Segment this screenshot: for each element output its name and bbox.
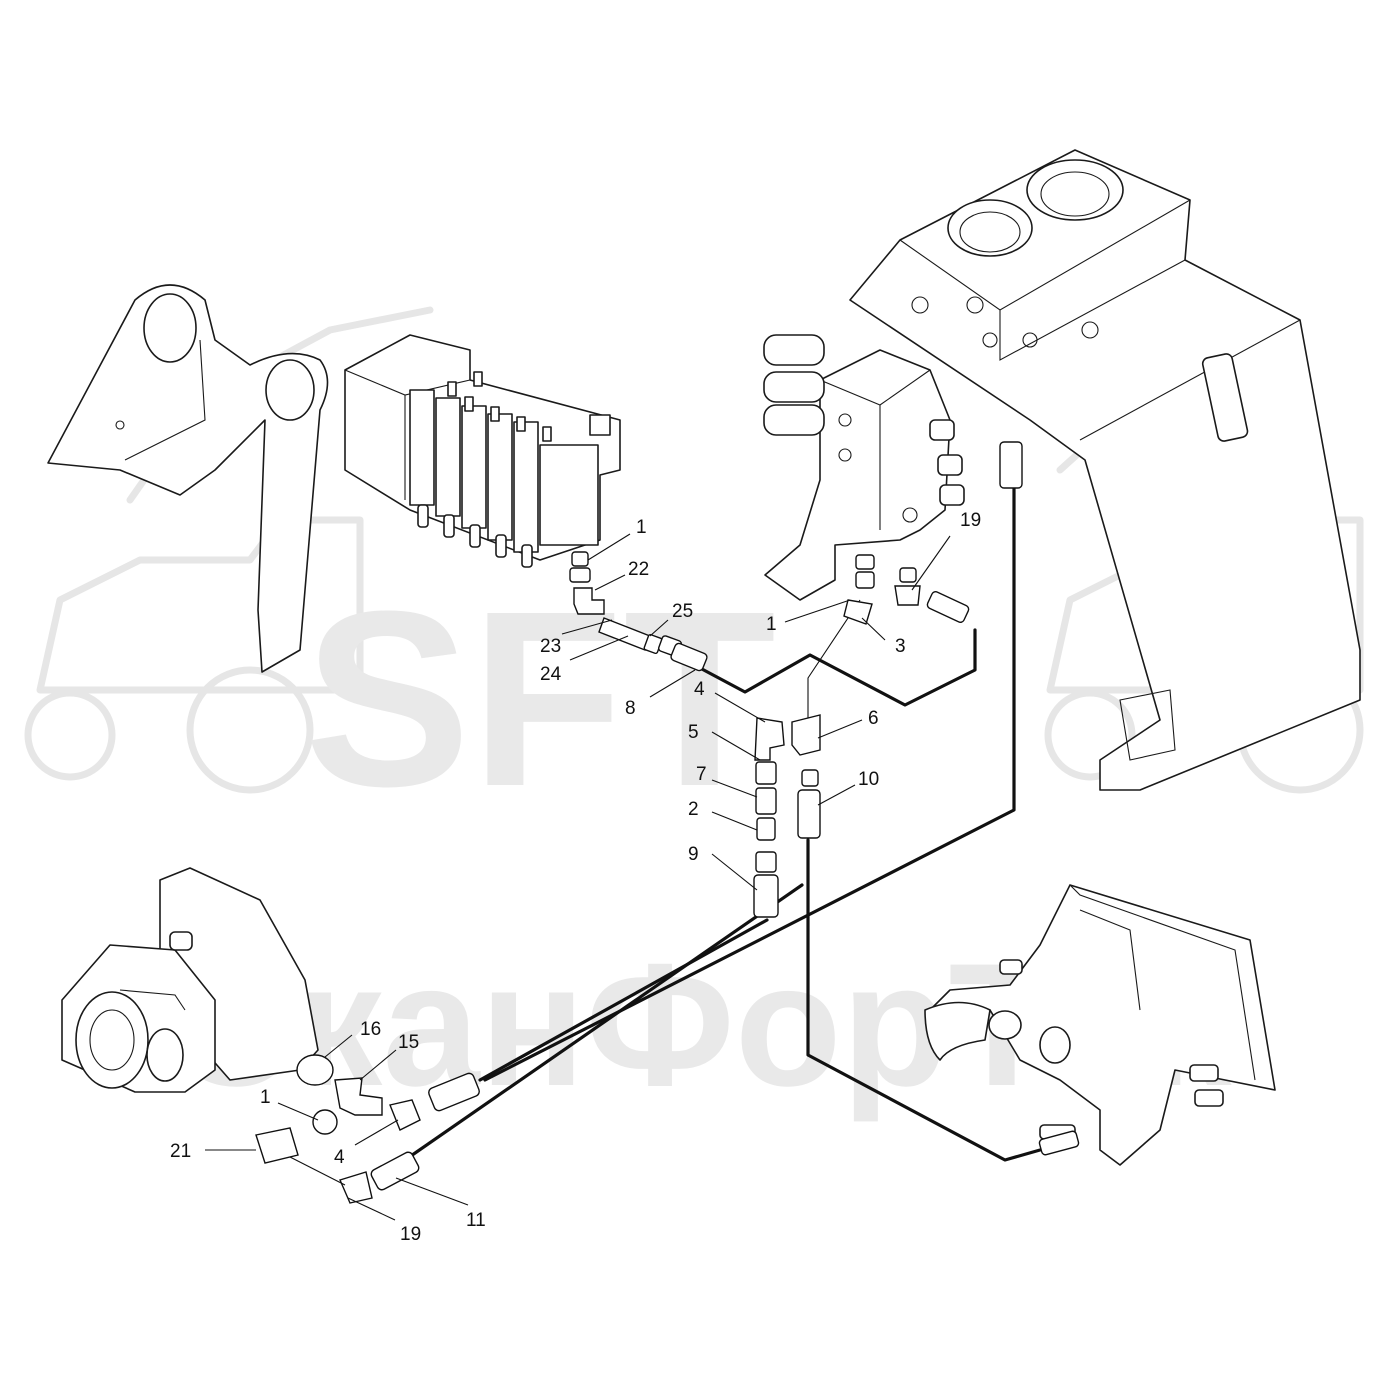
hose-10 — [806, 838, 1042, 1162]
callout-label: 22 — [628, 559, 649, 580]
callout-label: 21 — [170, 1141, 191, 1162]
callout-label: 4 — [694, 679, 705, 700]
hose-return-main — [483, 478, 1016, 1082]
callout-label: 5 — [688, 722, 699, 743]
brake-valve-assembly — [924, 884, 1276, 1166]
fittings — [255, 441, 1080, 1204]
callout-label: 1 — [766, 614, 777, 635]
hose-11 — [403, 883, 804, 1162]
hose-9 — [478, 918, 769, 1082]
callout-label: 11 — [466, 1210, 486, 1231]
callout-label: 8 — [625, 698, 636, 719]
watermark-logo: SFT — [304, 559, 776, 838]
callout-label: 25 — [672, 601, 693, 622]
callout-label: 7 — [696, 764, 707, 785]
callout-label: 1 — [260, 1087, 271, 1108]
callout-label: 4 — [334, 1147, 345, 1168]
callout-labels: 1 22 25 23 24 8 4 5 7 2 9 1 3 19 6 10 16… — [170, 510, 981, 1245]
callout-label: 16 — [360, 1019, 381, 1040]
callout-label: 19 — [960, 510, 981, 531]
callout-label: 15 — [398, 1032, 419, 1053]
callout-label: 10 — [858, 769, 879, 790]
main-frame-housing — [849, 149, 1361, 791]
solenoid-connectors — [447, 371, 611, 442]
solenoid-ports — [417, 504, 533, 568]
boom-bracket — [47, 284, 329, 673]
callout-label: 2 — [688, 799, 699, 820]
callout-label: 3 — [895, 636, 906, 657]
callout-label: 6 — [868, 708, 879, 729]
callout-label: 24 — [540, 664, 562, 685]
leader-lines — [205, 533, 951, 1221]
hose-8 — [698, 628, 977, 707]
solenoid-valve-block — [344, 334, 621, 568]
callout-label: 19 — [400, 1224, 421, 1245]
callout-label: 23 — [540, 636, 561, 657]
callout-label: 1 — [636, 517, 647, 538]
hydraulic-pump — [61, 867, 319, 1093]
control-valve-stack — [763, 334, 965, 601]
hose-lines — [403, 478, 1042, 1162]
callout-label: 9 — [688, 844, 699, 865]
